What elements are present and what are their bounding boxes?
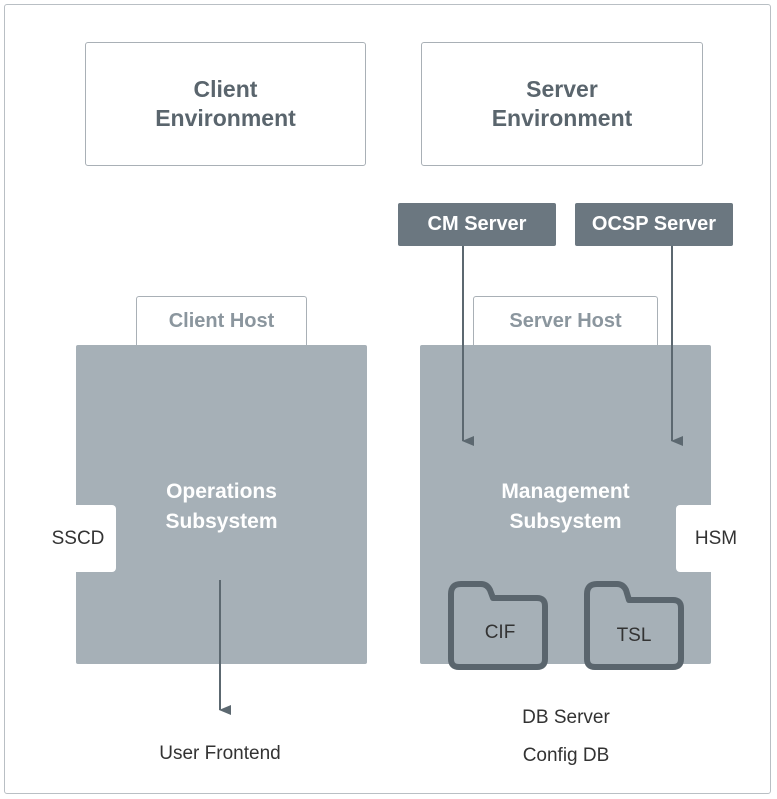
user-frontend-label: User Frontend: [159, 743, 281, 764]
diagram-frame: [4, 4, 771, 794]
tsl-folder-label: TSL: [616, 625, 652, 646]
client-host-tab: Client Host: [136, 296, 307, 346]
server-host-tab: Server Host: [473, 296, 658, 346]
db-server-label: DB Server: [522, 707, 610, 728]
cm-server-tag: CM Server: [398, 203, 556, 246]
server-environment-box: Server Environment: [421, 42, 703, 166]
config-db-label: Config DB: [522, 745, 610, 766]
cif-folder-label: CIF: [484, 622, 516, 643]
hsm-tab: HSM: [676, 505, 756, 572]
client-environment-box: Client Environment: [85, 42, 366, 166]
client-host-body: [76, 345, 367, 664]
operations-subsystem-label: Operations Subsystem: [165, 480, 278, 533]
management-subsystem-label: Management Subsystem: [501, 480, 630, 533]
ocsp-server-tag: OCSP Server: [575, 203, 733, 246]
tsl-folder-icon: [584, 581, 684, 670]
cif-folder-icon: [448, 581, 548, 670]
sscd-tab: SSCD: [40, 505, 116, 572]
